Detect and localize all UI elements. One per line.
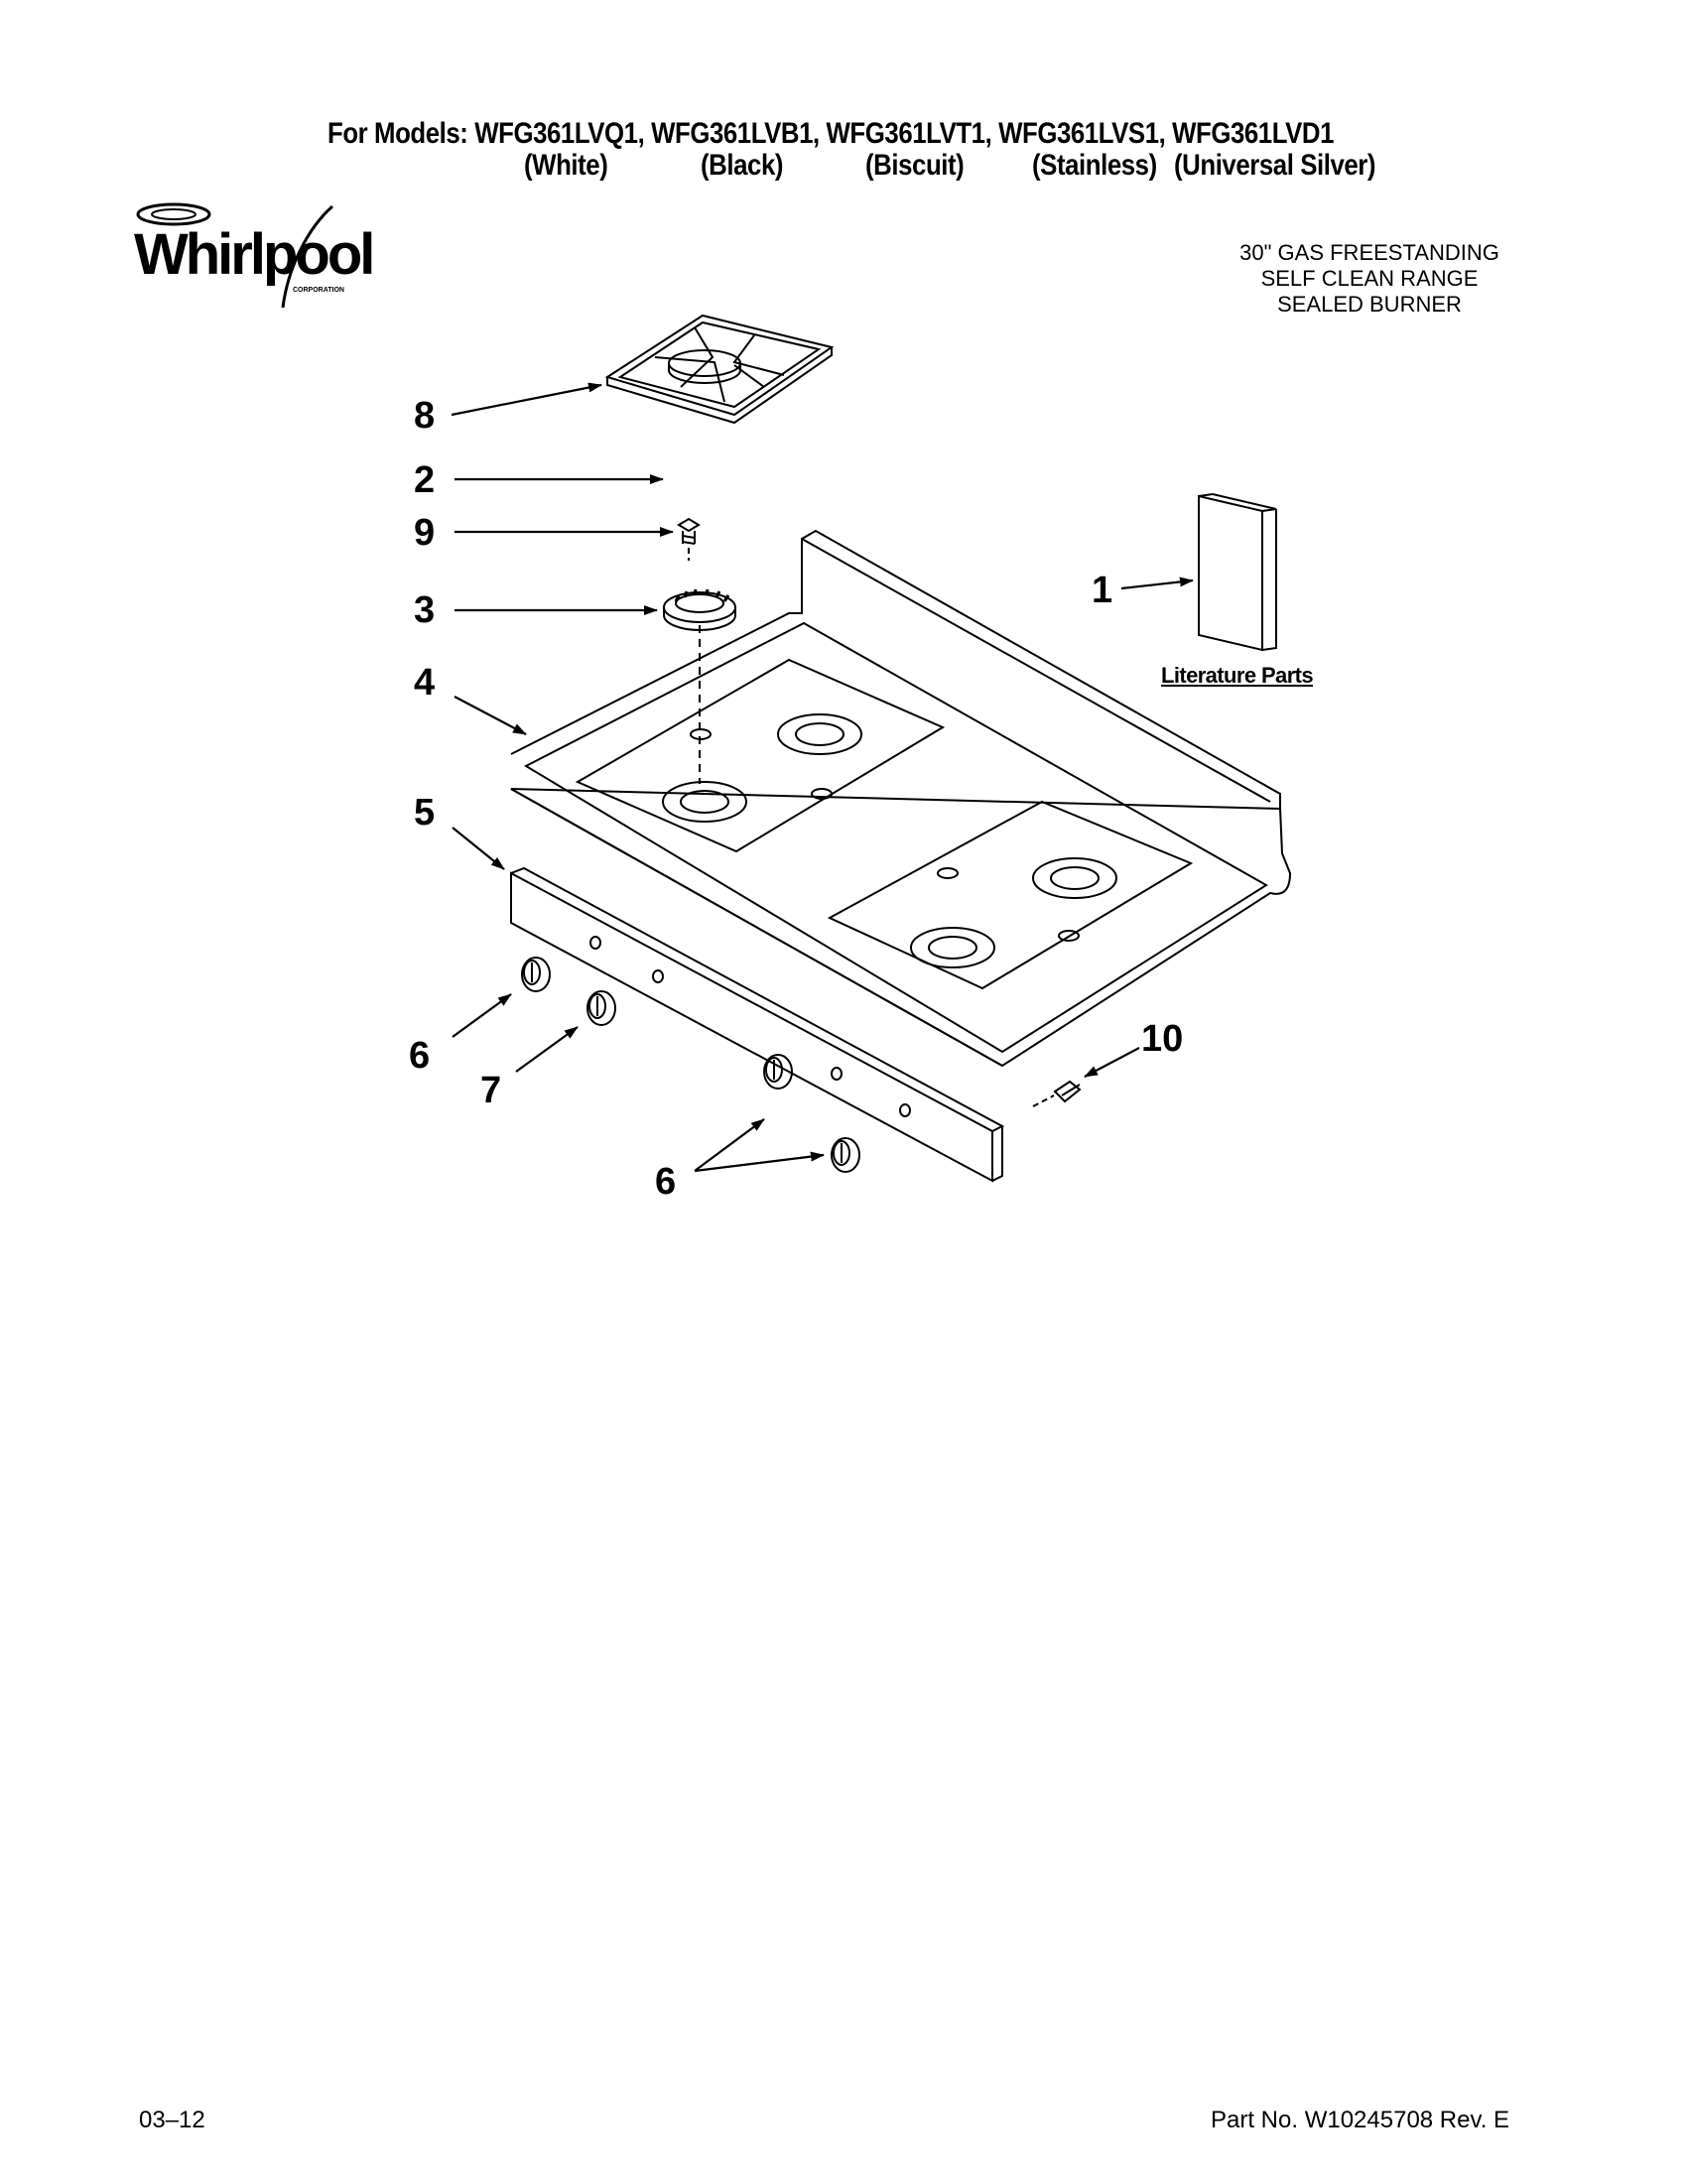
manifold-panel: [510, 866, 1005, 1183]
burner-cap: [668, 349, 741, 384]
leader-6-right-a: [694, 1118, 765, 1172]
product-line-1: 30" GAS FREESTANDING: [1239, 240, 1499, 265]
whirlpool-logo: Whirlpool CORPORATION: [134, 198, 392, 310]
color-biscuit: (Biscuit): [865, 149, 965, 182]
burner-screw: [677, 517, 701, 561]
whirlpool-logo-mark: Whirlpool CORPORATION: [134, 202, 375, 309]
product-line-3: SEALED BURNER: [1277, 292, 1462, 317]
leader-5: [452, 827, 505, 870]
product-line-2: SELF CLEAN RANGE: [1260, 266, 1479, 291]
callout-6-right: 6: [655, 1161, 677, 1203]
callout-4: 4: [414, 662, 436, 704]
callout-3: 3: [414, 589, 436, 631]
leader-7: [515, 1026, 579, 1073]
callout-10: 10: [1141, 1018, 1184, 1060]
control-knob-center: [586, 990, 616, 1026]
panel-screw: [1032, 1080, 1082, 1107]
control-knob-right-2: [831, 1137, 860, 1173]
color-white: (White): [524, 149, 608, 182]
logo-wordmark: Whirlpool: [134, 222, 372, 287]
leader-1: [1120, 577, 1194, 590]
callout-9: 9: [414, 512, 436, 554]
color-stainless: (Stainless): [1032, 149, 1157, 182]
literature-parts-label: Literature Parts: [1161, 663, 1314, 688]
literature-booklet: [1198, 492, 1277, 652]
product-description: 30" GAS FREESTANDING SELF CLEAN RANGE SE…: [1171, 240, 1568, 318]
logo-subtext: CORPORATION: [293, 287, 344, 294]
models-line: For Models: WFG361LVQ1, WFG361LVB1, WFG3…: [327, 117, 1335, 150]
control-knob-right-1: [763, 1054, 793, 1090]
callout-8: 8: [414, 395, 436, 437]
leader-4: [454, 696, 527, 735]
control-knob-left: [521, 957, 551, 992]
callout-5: 5: [414, 792, 436, 834]
callout-1: 1: [1092, 570, 1113, 611]
burner-grate: [604, 314, 835, 425]
leader-6-right-b: [694, 1151, 825, 1173]
burner-base: [663, 588, 736, 784]
leader-10: [1084, 1047, 1140, 1078]
part-number: Part No. W10245708 Rev. E: [1211, 2107, 1510, 2133]
color-black: (Black): [701, 149, 784, 182]
callout-2: 2: [414, 459, 436, 501]
callout-6-left: 6: [409, 1035, 431, 1077]
leader-lines: [451, 382, 1194, 1173]
leader-6-left: [452, 993, 512, 1038]
date-code: 03–12: [139, 2107, 205, 2133]
callout-7: 7: [480, 1070, 502, 1111]
color-universal-silver: (Universal Silver): [1174, 149, 1376, 182]
leader-8: [451, 382, 602, 417]
cooktop: [510, 529, 1292, 1068]
